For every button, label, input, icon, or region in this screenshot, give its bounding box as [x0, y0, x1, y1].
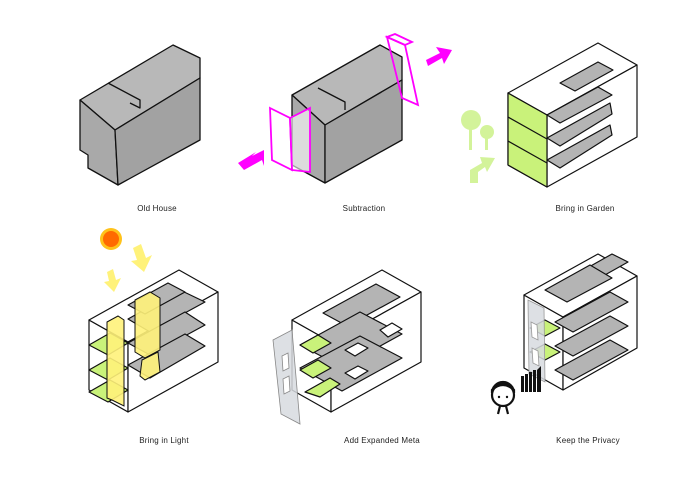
screen-icon	[272, 329, 301, 425]
arrow-icon	[470, 157, 495, 183]
garden-floor-line	[507, 140, 548, 164]
garden-slab-roof	[559, 61, 614, 92]
caption-bring-in-light: Bring in Light	[139, 436, 189, 445]
garden-slab-1	[546, 86, 613, 124]
panel-old-house	[79, 44, 201, 186]
garden-slab-3	[546, 124, 613, 169]
meta-slab-4	[304, 377, 341, 398]
arrow-icon	[131, 244, 152, 272]
person-icon	[490, 380, 516, 415]
subtraction-side	[324, 79, 403, 184]
meta-void	[379, 322, 403, 338]
sun-icon	[100, 228, 122, 250]
privacy-blocking-hand	[521, 366, 541, 392]
caption-add-expanded-meta: Add Expanded Meta	[344, 436, 420, 445]
privacy-slab-2	[554, 291, 629, 333]
screen-icon	[527, 299, 546, 383]
meta-void	[344, 342, 369, 357]
privacy-slab-3	[554, 315, 629, 357]
old-house-parapet	[107, 82, 141, 109]
subtraction-parapet	[317, 87, 346, 110]
panel-bring-in-garden	[507, 42, 638, 188]
meta-slab-1	[322, 283, 401, 327]
light-shaft	[106, 291, 161, 407]
subtracted-volumes	[269, 33, 420, 174]
arrow-icon	[238, 150, 264, 170]
meta-garden-floor	[299, 359, 332, 379]
garden-slab-2	[546, 102, 613, 147]
meta-void	[344, 365, 369, 380]
subtracted-volume-back-depth	[384, 33, 415, 46]
garden-floor-line	[507, 116, 548, 140]
old-house-side	[114, 77, 201, 186]
caption-old-house: Old House	[137, 204, 177, 213]
arrow-icon	[104, 269, 121, 292]
tree-icon	[461, 110, 494, 150]
privacy-slab-1	[544, 264, 613, 303]
meta-garden-floor	[299, 334, 332, 354]
subtracted-volume-front-depth	[289, 106, 311, 174]
caption-keep-the-privacy: Keep the Privacy	[556, 436, 620, 445]
caption-bring-in-garden: Bring in Garden	[555, 204, 615, 213]
caption-subtraction: Subtraction	[342, 204, 386, 213]
panel-add-expanded-meta	[291, 269, 422, 413]
subtracted-volume-front	[269, 106, 293, 172]
privacy-slab-4	[554, 339, 629, 381]
arrow-icon	[426, 47, 452, 66]
